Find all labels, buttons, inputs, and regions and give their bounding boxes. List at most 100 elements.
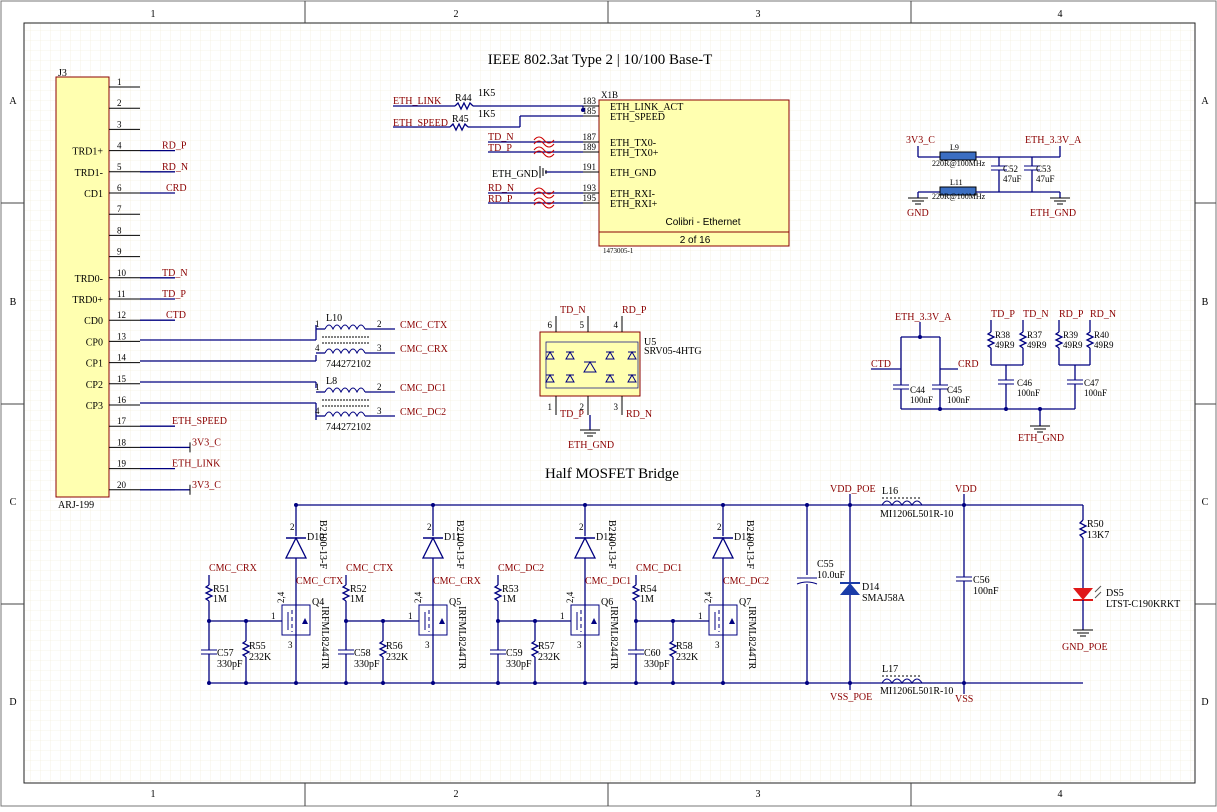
connector-j3: J3 ARJ-199 1234TRD1+RD_P5TRD1-RD_N6CD1CR… bbox=[55, 68, 227, 511]
l10-pin: 2 bbox=[377, 319, 382, 329]
net-3v3-c: 3V3_C bbox=[906, 135, 935, 146]
j3-pin-number: 17 bbox=[117, 416, 127, 426]
stage-gate-net: CMC_CRX bbox=[433, 576, 482, 587]
j3-pin-name: CP0 bbox=[86, 337, 103, 348]
l10-net2: CMC_CRX bbox=[400, 344, 449, 355]
u5-ref: U5 bbox=[644, 337, 656, 348]
stage-r2-val: 232K bbox=[249, 652, 272, 663]
u5-pin-number: 1 bbox=[548, 402, 553, 412]
border-col-bottom: 3 bbox=[756, 789, 761, 800]
stage-q-pin: 3 bbox=[715, 640, 720, 650]
c46-val: 100nF bbox=[1017, 388, 1040, 398]
u5-pin-number: 4 bbox=[614, 320, 619, 330]
u5-part: SRV05-4HTG bbox=[644, 346, 702, 357]
l9-val: 220R@100MHz bbox=[932, 159, 986, 168]
l17-val: MI1206L501R-10 bbox=[880, 686, 953, 697]
stage-d-part: B2100-13-F bbox=[454, 520, 465, 569]
term-res-net: TD_N bbox=[1023, 309, 1049, 320]
stage-d-ref: D13 bbox=[734, 532, 751, 543]
c53-val: 47uF bbox=[1036, 174, 1055, 184]
j3-pin-number: 4 bbox=[117, 141, 122, 151]
net-vss: VSS bbox=[955, 694, 973, 705]
stage-d-pin: 2 bbox=[717, 522, 722, 532]
x1b-pin-number: 193 bbox=[583, 183, 597, 193]
power-filter: 3V3_C ETH_3.3V_A L9 220R@100MHz C52 47uF… bbox=[906, 135, 1082, 219]
j3-net-label: CRD bbox=[166, 183, 187, 194]
u5-net-top: TD_N bbox=[560, 305, 586, 316]
l8-ref: L8 bbox=[326, 376, 337, 387]
border-col-top: 3 bbox=[756, 9, 761, 20]
stage-r1-ref: R52 bbox=[350, 584, 367, 595]
stage-q-pin: 3 bbox=[288, 640, 293, 650]
j3-net-label: RD_P bbox=[162, 141, 187, 152]
u5-pin-number: 3 bbox=[614, 402, 619, 412]
stage-q-part: IRFML8244TR bbox=[746, 606, 757, 670]
border-row-right: D bbox=[1201, 697, 1208, 708]
x1b-pin-name: ETH_SPEED bbox=[610, 112, 665, 123]
term-eth-gnd: ETH_GND bbox=[1018, 433, 1064, 444]
l16-val: MI1206L501R-10 bbox=[880, 509, 953, 520]
l16-ref: L16 bbox=[882, 486, 898, 497]
c53-ref: C53 bbox=[1036, 164, 1052, 174]
j3-pin-number: 6 bbox=[117, 183, 122, 193]
j3-pin-name: TRD0+ bbox=[72, 295, 103, 306]
c56-ref: C56 bbox=[973, 575, 990, 586]
j3-pin-number: 18 bbox=[117, 437, 127, 447]
j3-pin-name: TRD1- bbox=[75, 168, 103, 179]
net-vss-poe: VSS_POE bbox=[830, 692, 872, 703]
stage-r2-ref: R57 bbox=[538, 641, 555, 652]
j3-net-label: ETH_LINK bbox=[172, 459, 221, 470]
r44-val: 1K5 bbox=[478, 88, 495, 99]
u5-pin-number: 5 bbox=[580, 320, 585, 330]
stage-q-pin: 3 bbox=[577, 640, 582, 650]
stage-d-part: B2100-13-F bbox=[744, 520, 755, 569]
stage-net: CMC_DC2 bbox=[498, 563, 544, 574]
stage-r2-ref: R55 bbox=[249, 641, 266, 652]
border-col-bottom: 1 bbox=[151, 789, 156, 800]
u5-net-bottom: RD_N bbox=[626, 409, 652, 420]
border-row-left: C bbox=[10, 497, 17, 508]
net-gnd-poe: GND_POE bbox=[1062, 642, 1108, 653]
term-res-net: TD_P bbox=[991, 309, 1015, 320]
term-res-val: 49R9 bbox=[995, 340, 1015, 350]
stage-r2-val: 232K bbox=[676, 652, 699, 663]
border-row-left: A bbox=[9, 96, 17, 107]
stage-c-ref: C59 bbox=[506, 648, 523, 659]
l8-pin: 3 bbox=[377, 406, 382, 416]
c47-ref: C47 bbox=[1084, 378, 1100, 388]
x1b-pin-number: 183 bbox=[583, 96, 597, 106]
j3-net-label: CTD bbox=[166, 310, 186, 321]
net-td-p: TD_P bbox=[488, 143, 512, 154]
l11-val: 220R@100MHz bbox=[932, 192, 986, 201]
stage-d-ref: D10 bbox=[307, 532, 324, 543]
j3-net-label: 3V3_C bbox=[192, 437, 221, 448]
term-res-ref: R38 bbox=[995, 330, 1011, 340]
u5-net-bottom: TD_P bbox=[560, 409, 584, 420]
x1b-pin-number: 195 bbox=[583, 193, 597, 203]
x1b-pin-number: 187 bbox=[583, 132, 597, 142]
j3-pin-number: 9 bbox=[117, 247, 122, 257]
term-res-net: RD_P bbox=[1059, 309, 1084, 320]
j3-pin-number: 8 bbox=[117, 225, 122, 235]
stage-d-pin: 2 bbox=[427, 522, 432, 532]
j3-pin-number: 16 bbox=[117, 395, 127, 405]
j3-pin-name: CP2 bbox=[86, 380, 103, 391]
stage-d-pin: 2 bbox=[579, 522, 584, 532]
stage-gate-net: CMC_DC1 bbox=[585, 576, 631, 587]
l10-pin: 1 bbox=[315, 319, 320, 329]
border-row-right: A bbox=[1201, 96, 1209, 107]
j3-pin-number: 19 bbox=[117, 459, 127, 469]
j3-net-label: TD_P bbox=[162, 289, 186, 300]
net-td-n: TD_N bbox=[488, 132, 514, 143]
x1b-pin-name: ETH_TX0+ bbox=[610, 148, 659, 159]
stage-q-pin: 2,4 bbox=[276, 591, 286, 603]
x1b-name: Colibri - Ethernet bbox=[665, 217, 740, 228]
j3-pin-name: TRD1+ bbox=[72, 147, 103, 158]
x1b-pin-name: ETH_GND bbox=[610, 168, 656, 179]
mosfet-title: Half MOSFET Bridge bbox=[545, 466, 679, 482]
x1b-pin-number: 191 bbox=[583, 162, 597, 172]
stage-r1-ref: R51 bbox=[213, 584, 230, 595]
j3-pin-number: 13 bbox=[117, 331, 127, 341]
